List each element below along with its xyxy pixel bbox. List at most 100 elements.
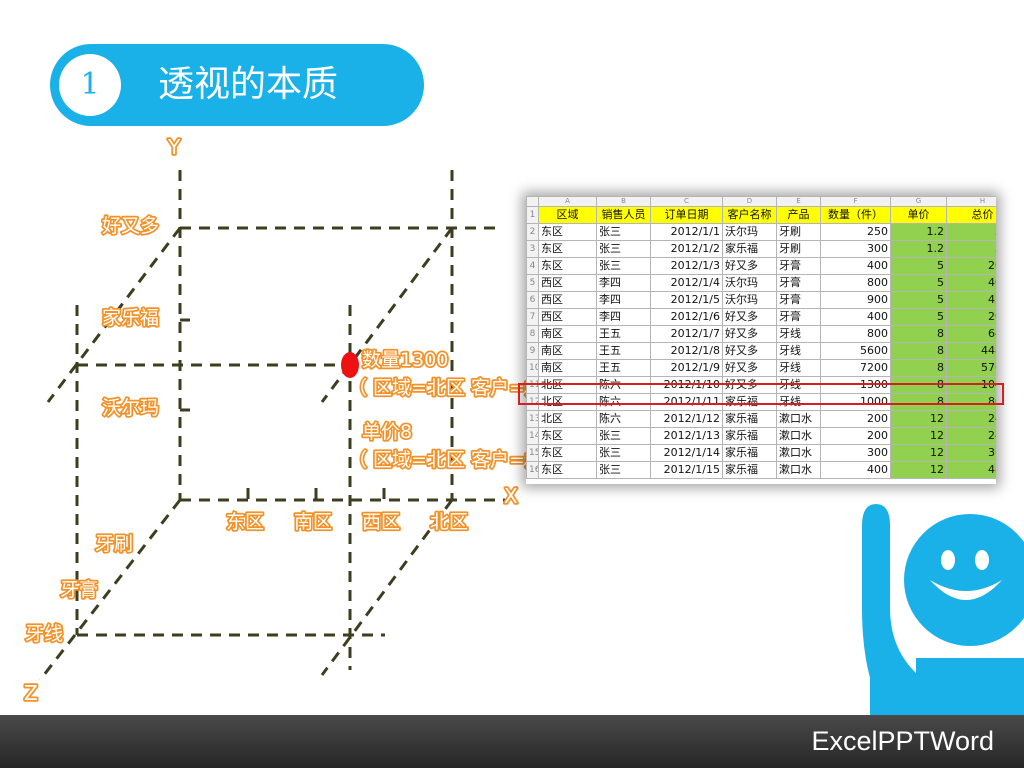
table-cell: 北区	[538, 410, 597, 428]
y-label-woerma: 沃尔玛	[102, 397, 159, 419]
row-number: 10	[526, 359, 539, 377]
table-cell: 牙刷	[776, 223, 821, 241]
column-letter: H	[946, 196, 996, 207]
table-cell: 李四	[596, 308, 651, 326]
table-cell: 牙膏	[776, 274, 821, 292]
table-cell: 800	[820, 325, 891, 343]
row-number: 4	[526, 257, 539, 275]
table-cell: 12	[890, 461, 947, 479]
header-cell: 销售人员	[596, 206, 651, 224]
header-cell: 区域	[538, 206, 597, 224]
section-number: 1	[59, 54, 121, 116]
mascot-figure	[862, 504, 1024, 715]
table-cell: 南区	[538, 359, 597, 377]
row-number: 14	[526, 427, 539, 445]
table-cell: 好又多	[722, 359, 777, 377]
table-cell: 1.2	[890, 240, 947, 258]
price-annotation: 单价8	[362, 421, 412, 443]
z-label-floss: 牙线	[25, 623, 63, 645]
header-cell: 客户名称	[722, 206, 777, 224]
mascot-body	[862, 504, 1024, 715]
table-cell: 南区	[538, 325, 597, 343]
mascot-smile	[930, 580, 1002, 600]
table-row: 10南区王五2012/1/9好又多牙线7200857600	[526, 359, 996, 377]
table-cell: 2012/1/6	[650, 308, 723, 326]
table-cell: 12	[890, 427, 947, 445]
column-letter: E	[776, 196, 821, 207]
mascot-torso	[916, 658, 1024, 715]
cube-grid-lines	[38, 170, 505, 681]
table-cell: 2012/1/4	[650, 274, 723, 292]
table-cell: 好又多	[722, 325, 777, 343]
table-cell: 5600	[820, 342, 891, 360]
table-cell: 4800	[946, 461, 996, 479]
x-label-south: 南区	[294, 511, 332, 533]
table-cell: 东区	[538, 461, 597, 479]
title-banner: 1 透视的本质	[50, 44, 424, 126]
table-cell: 800	[820, 274, 891, 292]
mascot-face	[930, 550, 1002, 600]
table-cell: 6400	[946, 325, 996, 343]
corner-cell	[526, 196, 539, 207]
table-cell: 西区	[538, 274, 597, 292]
data-point-marker	[341, 352, 359, 378]
table-cell: 沃尔玛	[722, 274, 777, 292]
table-cell: 8	[890, 325, 947, 343]
row-number: 13	[526, 410, 539, 428]
table-cell: 家乐福	[722, 444, 777, 462]
table-cell: 牙膏	[776, 308, 821, 326]
table-cell: 400	[820, 461, 891, 479]
table-cell: 1.2	[890, 223, 947, 241]
table-cell: 8	[890, 359, 947, 377]
table-cell: 好又多	[722, 376, 777, 394]
header-cell: 总价	[946, 206, 996, 224]
table-cell: 300	[946, 223, 996, 241]
mascot-head	[904, 514, 1024, 646]
table-cell: 王五	[596, 359, 651, 377]
row-number: 16	[526, 461, 539, 479]
table-cell: 东区	[538, 427, 597, 445]
table-cell: 250	[820, 223, 891, 241]
table-cell: 900	[820, 291, 891, 309]
mascot-right-eye	[975, 550, 989, 570]
table-cell: 5	[890, 257, 947, 275]
row-number: 5	[526, 274, 539, 292]
table-cell: 漱口水	[776, 410, 821, 428]
table-cell: 张三	[596, 223, 651, 241]
table-cell: 好又多	[722, 257, 777, 275]
table-cell: 王五	[596, 325, 651, 343]
row-number: 15	[526, 444, 539, 462]
table-cell: 王五	[596, 342, 651, 360]
table-cell: 2012/1/2	[650, 240, 723, 258]
table-cell: 东区	[538, 223, 597, 241]
header-cell: 产品	[776, 206, 821, 224]
table-cell: 200	[820, 410, 891, 428]
table-cell: 东区	[538, 444, 597, 462]
table-cell: 400	[820, 257, 891, 275]
table-cell: 东区	[538, 240, 597, 258]
table-cell: 2012/1/3	[650, 257, 723, 275]
header-cell: 订单日期	[650, 206, 723, 224]
table-cell: 44800	[946, 342, 996, 360]
table-cell: 张三	[596, 257, 651, 275]
z-axis-line	[38, 499, 182, 681]
table-cell: 张三	[596, 461, 651, 479]
table-cell: 南区	[538, 342, 597, 360]
table-row: 14东区张三2012/1/13家乐福漱口水200122400	[526, 427, 996, 445]
table-cell: 2000	[946, 308, 996, 326]
y-label-jialefu: 家乐福	[102, 307, 159, 329]
table-cell: 2012/1/8	[650, 342, 723, 360]
column-letter: A	[538, 196, 597, 207]
row-number: 2	[526, 223, 539, 241]
table-cell: 2012/1/1	[650, 223, 723, 241]
table-cell: 家乐福	[722, 427, 777, 445]
column-letter: D	[722, 196, 777, 207]
table-cell: 李四	[596, 291, 651, 309]
